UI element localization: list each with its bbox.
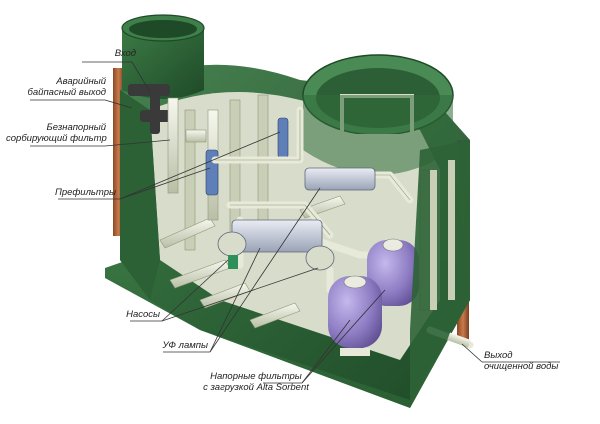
label-prefilters-text: Префильтры	[55, 187, 116, 198]
pressure-filters	[328, 238, 419, 356]
tank-shell-front-right	[410, 140, 470, 408]
inlet-tower-opening	[129, 20, 197, 38]
label-emergency-bypass-line1: Аварийный	[56, 76, 106, 87]
label-pressure-filters: Напорные фильтры с загрузкой Alta Sorben…	[186, 371, 326, 393]
front-right-ribs	[430, 160, 455, 310]
label-pressure-filters-line1: Напорные фильтры	[210, 371, 302, 382]
label-pumps-text: Насосы	[126, 309, 160, 320]
inlet-tower-body	[122, 28, 204, 99]
label-emergency-bypass-line2: байпасный выход	[27, 87, 106, 98]
label-pumps: Насосы	[110, 309, 160, 320]
label-pressureless-filter-line2: сорбирующий фильтр	[6, 133, 107, 144]
label-emergency-bypass: Аварийный байпасный выход	[16, 76, 106, 98]
support-column-left	[113, 68, 124, 236]
label-outlet-line2: очищенной воды	[484, 361, 559, 372]
label-uv-lamps-text: УФ лампы	[162, 340, 208, 351]
label-inlet: Вход	[80, 48, 136, 59]
leader-lines	[30, 61, 560, 384]
label-pressureless-filter-line1: Безнапорный	[46, 122, 106, 133]
label-pressureless-filter: Безнапорный сорбирующий фильтр	[6, 122, 107, 144]
label-prefilters: Префильтры	[40, 187, 116, 198]
label-outlet: Выход очищенной воды	[484, 350, 584, 372]
pumps	[217, 231, 335, 271]
label-inlet-text: Вход	[114, 48, 136, 59]
label-outlet-line1: Выход	[484, 350, 513, 361]
outlet-pipe	[447, 332, 471, 348]
tank-wall-left	[120, 90, 160, 300]
label-uv-lamps: УФ лампы	[148, 340, 208, 351]
label-pressure-filters-line2: с загрузкой Alta Sorbent	[203, 382, 309, 393]
floor-beams	[159, 195, 346, 329]
right-tower-body	[303, 95, 453, 175]
